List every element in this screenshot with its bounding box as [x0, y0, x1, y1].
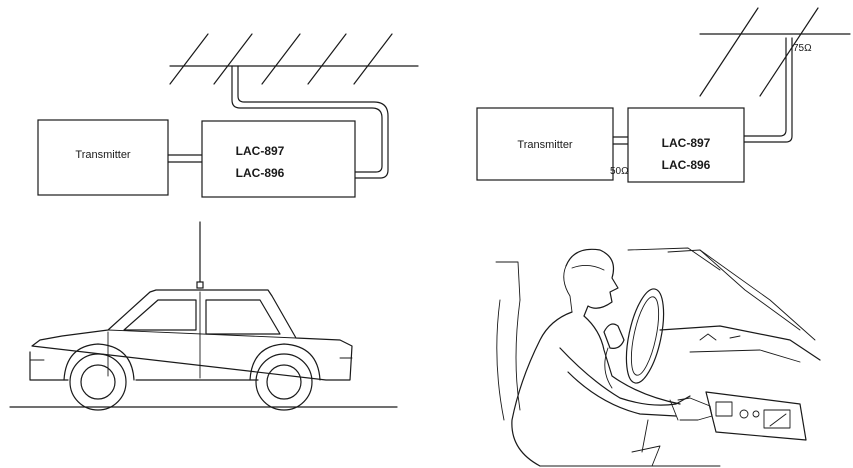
left-unit-model-1: LAC-897 [236, 144, 285, 158]
right-transmitter-label: Transmitter [517, 139, 573, 151]
dashboard [659, 325, 821, 361]
right-transmitter-box [476, 107, 614, 181]
car-front-window [123, 299, 197, 331]
car-antenna-base [196, 281, 204, 289]
car-rear-window [205, 299, 281, 335]
left-unit-model-2: LAC-896 [236, 166, 285, 180]
right-lac-unit-box [627, 107, 745, 183]
left-antenna-diagram: Transmitter LAC-897 LAC-896 [37, 33, 419, 198]
car-illustration [9, 221, 398, 411]
left-coax-cable [231, 65, 389, 179]
car-front-wheel [63, 343, 135, 411]
left-transmitter-box [37, 119, 169, 196]
right-unit-model-1: LAC-897 [662, 136, 711, 150]
driver-arm [559, 347, 691, 406]
left-transmitter-label: Transmitter [75, 149, 131, 161]
gear-shift [641, 419, 649, 453]
car-body [29, 289, 353, 381]
left-antenna-array [169, 33, 419, 85]
right-unit-model-2: LAC-896 [662, 158, 711, 172]
driver-torso [511, 311, 573, 467]
dash-radio-unit [705, 391, 807, 441]
left-lac-unit-box [201, 120, 356, 198]
steering-wheel [625, 288, 665, 384]
right-antenna-array [699, 7, 851, 97]
driver-sketch [495, 247, 821, 467]
driver-mic-hand [603, 323, 625, 349]
antenna-impedance-label: 75Ω [793, 43, 812, 54]
driver-head [565, 248, 619, 317]
right-coax-cable [743, 37, 793, 143]
right-antenna-diagram: 75Ω Transmitter 50Ω LAC-897 LAC-896 [476, 7, 851, 183]
input-impedance-label: 50Ω [610, 166, 629, 177]
car-rear-wheel [249, 343, 321, 411]
